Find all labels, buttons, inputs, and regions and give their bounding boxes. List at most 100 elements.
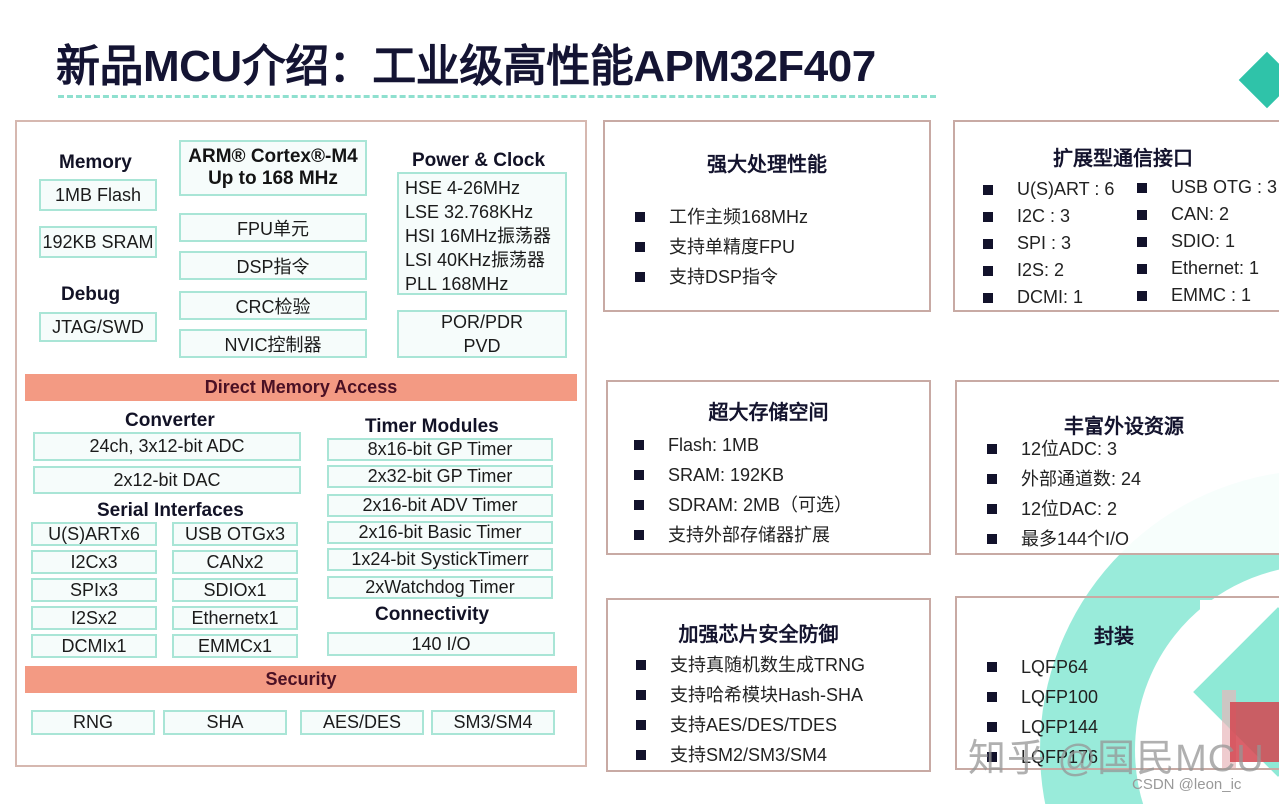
serial-ethernet-block: Ethernetx1 xyxy=(172,606,298,630)
page-title: 新品MCU介绍：工业级高性能APM32F407 xyxy=(56,42,876,91)
list-item: 工作主频168MHz xyxy=(635,202,808,232)
serial-usart-block: U(S)ARTx6 xyxy=(31,522,157,546)
debug-jtag-block: JTAG/SWD xyxy=(39,312,157,342)
por-pdr-label: POR/PDR xyxy=(440,312,523,332)
power-clock-header: Power & Clock xyxy=(412,150,546,171)
title-divider xyxy=(58,95,936,98)
serial-sdio-block: SDIOx1 xyxy=(172,578,298,602)
list-item: 支持DSP指令 xyxy=(635,262,808,292)
serial-can-block: CANx2 xyxy=(172,550,298,574)
timer-adv-block: 2x16-bit ADV Timer xyxy=(327,494,553,517)
list-item: SPI : 3 xyxy=(983,230,1114,257)
card-peripherals-list: 12位ADC: 3 外部通道数: 24 12位DAC: 2 最多144个I/O xyxy=(987,434,1141,554)
card-storage-title: 超大存储空间 xyxy=(708,402,829,424)
clock-lse: LSE 32.768KHz xyxy=(405,202,534,222)
card-security-title: 加强芯片安全防御 xyxy=(678,624,839,646)
dsp-block: DSP指令 xyxy=(179,251,367,280)
card-peripherals-title: 丰富外设资源 xyxy=(1064,416,1184,438)
list-item: Ethernet: 1 xyxy=(1137,255,1277,282)
security-bar: Security xyxy=(25,666,577,693)
list-item: U(S)ART : 6 xyxy=(983,176,1114,203)
serial-header: Serial Interfaces xyxy=(97,500,244,521)
block-diagram: Memory 1MB Flash 192KB SRAM Debug JTAG/S… xyxy=(15,120,587,767)
clock-sources-block: HSE 4-26MHz LSE 32.768KHz HSI 16MHz振荡器 L… xyxy=(397,172,567,295)
list-item: 12位ADC: 3 xyxy=(987,434,1141,464)
debug-header: Debug xyxy=(61,284,121,305)
list-item: 最多144个I/O xyxy=(987,524,1141,554)
list-item: SDIO: 1 xyxy=(1137,228,1277,255)
list-item: Flash: 1MB xyxy=(634,430,852,460)
card-comms-list-right: USB OTG : 3 CAN: 2 SDIO: 1 Ethernet: 1 E… xyxy=(1137,174,1277,309)
card-storage-list: Flash: 1MB SRAM: 192KB SDRAM: 2MB（可选） 支持… xyxy=(634,430,852,550)
list-item: SDRAM: 2MB（可选） xyxy=(634,490,852,520)
list-item: LQFP100 xyxy=(987,682,1098,712)
timer-systick-block: 1x24-bit SystickTimerr xyxy=(327,548,553,571)
card-peripherals: 丰富外设资源 12位ADC: 3 外部通道数: 24 12位DAC: 2 最多1… xyxy=(955,380,1279,555)
list-item: SRAM: 192KB xyxy=(634,460,852,490)
cpu-core-freq: Up to 168 MHz xyxy=(208,168,338,189)
dma-bar: Direct Memory Access xyxy=(25,374,577,401)
adc-block: 24ch, 3x12-bit ADC xyxy=(33,432,301,461)
card-processing-title: 强大处理性能 xyxy=(707,154,827,176)
clock-pll: PLL 168MHz xyxy=(405,274,509,294)
card-comms-list-left: U(S)ART : 6 I2C : 3 SPI : 3 I2S: 2 DCMI:… xyxy=(983,176,1114,311)
converter-header: Converter xyxy=(125,410,215,431)
serial-i2c-block: I2Cx3 xyxy=(31,550,157,574)
dac-block: 2x12-bit DAC xyxy=(33,466,301,494)
connectivity-header: Connectivity xyxy=(375,604,490,625)
card-security: 加强芯片安全防御 支持真随机数生成TRNG 支持哈希模块Hash-SHA 支持A… xyxy=(606,598,931,772)
clock-lsi: LSI 40KHz振荡器 xyxy=(405,250,546,270)
serial-spi-block: SPIx3 xyxy=(31,578,157,602)
decorative-red-patch xyxy=(1230,702,1279,762)
list-item: 支持单精度FPU xyxy=(635,232,808,262)
timer-watchdog-block: 2xWatchdog Timer xyxy=(327,576,553,599)
card-storage: 超大存储空间 Flash: 1MB SRAM: 192KB SDRAM: 2MB… xyxy=(606,380,931,555)
zhihu-watermark: 知乎 @国民MCU xyxy=(968,738,1265,780)
fpu-block: FPU单元 xyxy=(179,213,367,242)
list-item: I2S: 2 xyxy=(983,257,1114,284)
security-rng-block: RNG xyxy=(31,710,155,735)
timer-header: Timer Modules xyxy=(365,416,499,437)
io-block: 140 I/O xyxy=(327,632,555,656)
card-processing-list: 工作主频168MHz 支持单精度FPU 支持DSP指令 xyxy=(635,202,808,292)
list-item: CAN: 2 xyxy=(1137,201,1277,228)
card-security-list: 支持真随机数生成TRNG 支持哈希模块Hash-SHA 支持AES/DES/TD… xyxy=(636,650,865,770)
timer-basic-block: 2x16-bit Basic Timer xyxy=(327,521,553,544)
security-aes-block: AES/DES xyxy=(300,710,424,735)
memory-flash-block: 1MB Flash xyxy=(39,179,157,211)
decorative-diamond xyxy=(1238,51,1279,109)
timer-gp16-block: 8x16-bit GP Timer xyxy=(327,438,553,461)
serial-usb-block: USB OTGx3 xyxy=(172,522,298,546)
list-item: 支持哈希模块Hash-SHA xyxy=(636,680,865,710)
card-package: 封装 LQFP64 LQFP100 LQFP144 LQFP176 xyxy=(955,596,1279,770)
pvd-label: PVD xyxy=(463,336,501,356)
list-item: EMMC : 1 xyxy=(1137,282,1277,309)
timer-gp32-block: 2x32-bit GP Timer xyxy=(327,465,553,488)
list-item: 支持真随机数生成TRNG xyxy=(636,650,865,680)
card-package-list: LQFP64 LQFP100 LQFP144 LQFP176 xyxy=(987,652,1098,772)
serial-emmc-block: EMMCx1 xyxy=(172,634,298,658)
serial-i2s-block: I2Sx2 xyxy=(31,606,157,630)
csdn-credit: CSDN @leon_ic xyxy=(1132,776,1242,793)
list-item: DCMI: 1 xyxy=(983,284,1114,311)
nvic-block: NVIC控制器 xyxy=(179,329,367,358)
clock-hse: HSE 4-26MHz xyxy=(405,178,521,198)
list-item: 外部通道数: 24 xyxy=(987,464,1141,494)
list-item: I2C : 3 xyxy=(983,203,1114,230)
cpu-core-block: ARM® Cortex®-M4 Up to 168 MHz xyxy=(179,140,367,196)
list-item: 支持SM2/SM3/SM4 xyxy=(636,740,865,770)
card-processing: 强大处理性能 工作主频168MHz 支持单精度FPU 支持DSP指令 xyxy=(603,120,931,312)
list-item: 支持AES/DES/TDES xyxy=(636,710,865,740)
card-comms-title: 扩展型通信接口 xyxy=(1053,148,1193,170)
security-sha-block: SHA xyxy=(163,710,287,735)
list-item: LQFP176 xyxy=(987,742,1098,772)
list-item: 12位DAC: 2 xyxy=(987,494,1141,524)
memory-sram-block: 192KB SRAM xyxy=(39,226,157,258)
cpu-core-name: ARM® Cortex®-M4 xyxy=(188,146,358,167)
list-item: USB OTG : 3 xyxy=(1137,174,1277,201)
card-package-title: 封装 xyxy=(1094,626,1134,648)
security-sm-block: SM3/SM4 xyxy=(431,710,555,735)
list-item: LQFP144 xyxy=(987,712,1098,742)
list-item: LQFP64 xyxy=(987,652,1098,682)
card-comms: 扩展型通信接口 U(S)ART : 6 I2C : 3 SPI : 3 I2S:… xyxy=(953,120,1279,312)
